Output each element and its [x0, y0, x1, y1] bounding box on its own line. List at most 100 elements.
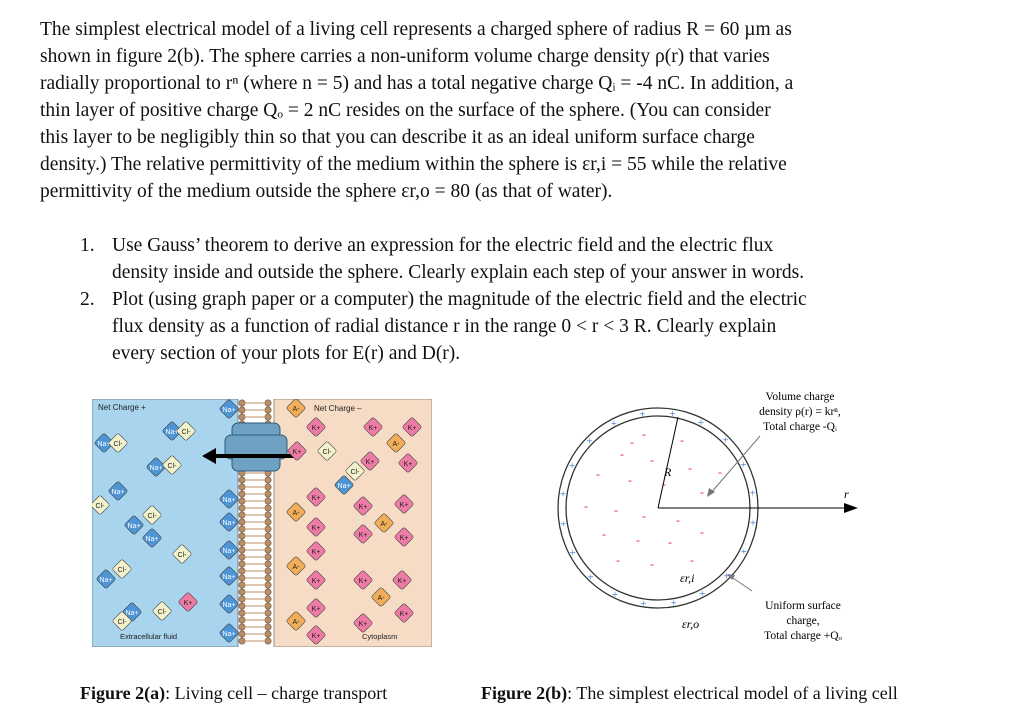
ion-a: A- [286, 502, 306, 522]
radius-line [657, 416, 679, 509]
lipid-head [264, 588, 272, 596]
cytoplasm-label: Cytoplasm [362, 632, 397, 641]
svg-text:Cl-: Cl- [182, 429, 192, 436]
lipid-head [238, 637, 246, 645]
volume-charge-label-3: Total charge -Qᵢ [763, 421, 837, 433]
ion-cl: Cl- [108, 433, 128, 453]
plus-charge: + [639, 408, 645, 420]
plus-charge: + [750, 487, 756, 499]
lipid-head [238, 602, 246, 610]
svg-text:A-: A- [381, 521, 389, 528]
ion-channel [224, 422, 288, 472]
surface-charge-label-2: charge, [786, 615, 819, 627]
svg-text:K+: K+ [359, 532, 368, 539]
svg-text:Cl-: Cl- [118, 567, 128, 574]
lipid-head [238, 476, 246, 484]
plus-charge: + [570, 547, 576, 559]
figure-2b-sphere-model: ++++++++++++++++++++ -------------------… [557, 391, 858, 642]
lipid-head [238, 623, 246, 631]
ion-k: K+ [178, 592, 198, 612]
net-charge-plus-label: Net Charge + [98, 403, 146, 412]
minus-charge: - [636, 533, 640, 547]
svg-text:A-: A- [393, 441, 401, 448]
ion-k: K+ [306, 570, 326, 590]
minus-charge: - [700, 485, 704, 499]
lipid-head [238, 399, 246, 407]
ion-na: Na+ [142, 528, 162, 548]
svg-text:K+: K+ [312, 549, 321, 556]
ion-k: K+ [402, 417, 422, 437]
svg-text:Cl-: Cl- [351, 469, 361, 476]
minus-charge: - [668, 535, 672, 549]
svg-text:Na+: Na+ [222, 497, 235, 504]
svg-text:K+: K+ [359, 621, 368, 628]
lipid-head [238, 532, 246, 540]
intro-line: shown in figure 2(b). The sphere carries… [40, 46, 770, 67]
ion-k: K+ [287, 441, 307, 461]
lipid-head [238, 525, 246, 533]
figure-2a-cell-membrane: Na+Cl-Na+Cl-Na+Cl-Na+Cl-Cl-Na+Na+Cl-Cl-N… [92, 399, 432, 647]
ion-k: K+ [394, 603, 414, 623]
svg-text:Na+: Na+ [222, 520, 235, 527]
lipid-head [264, 504, 272, 512]
ion-na: Na+ [219, 623, 239, 643]
lipid-head [238, 504, 246, 512]
minus-charge: - [602, 527, 606, 541]
lipid-head [238, 609, 246, 617]
plus-charge: + [560, 489, 566, 501]
svg-text:K+: K+ [369, 425, 378, 432]
ion-na: Na+ [219, 566, 239, 586]
ion-na: Na+ [219, 399, 239, 419]
ion-k: K+ [398, 453, 418, 473]
ion-k: K+ [306, 417, 326, 437]
ion-cl: Cl- [112, 611, 132, 631]
lipid-head [264, 539, 272, 547]
figure-2b-caption: Figure 2(b): The simplest electrical mod… [481, 683, 898, 704]
plus-charge: + [740, 459, 746, 471]
svg-text:Na+: Na+ [145, 536, 158, 543]
ion-na: Na+ [146, 457, 166, 477]
svg-text:K+: K+ [408, 425, 417, 432]
svg-text:Na+: Na+ [111, 489, 124, 496]
lipid-head [264, 476, 272, 484]
ion-k: K+ [363, 417, 383, 437]
minus-charge: - [642, 427, 646, 441]
svg-text:A-: A- [293, 510, 301, 517]
lipid-head [264, 413, 272, 421]
question-line: every section of your plots for E(r) and… [112, 343, 461, 364]
lipid-head [264, 525, 272, 533]
ion-a: A- [286, 399, 306, 418]
ion-cl: Cl- [172, 544, 192, 564]
ion-cl: Cl- [92, 495, 110, 515]
lipid-head [264, 518, 272, 526]
ion-k: K+ [306, 517, 326, 537]
lipid-head [238, 511, 246, 519]
lipid-head [238, 406, 246, 414]
plus-charge: + [698, 417, 704, 429]
minus-charge: - [662, 477, 666, 491]
minus-charge: - [650, 557, 654, 571]
figure-2a-caption-label: Figure 2(a) [80, 683, 166, 703]
volume-negative-charges: ---------------------- [584, 427, 722, 571]
ion-cl: Cl- [176, 421, 196, 441]
extracellular-label: Extracellular fluid [120, 632, 177, 641]
svg-text:K+: K+ [312, 425, 321, 432]
surface-charge-label-1: Uniform surface [765, 600, 841, 612]
ion-cl: Cl- [162, 455, 182, 475]
svg-text:K+: K+ [293, 449, 302, 456]
lipid-head [238, 574, 246, 582]
intro-line: The simplest electrical model of a livin… [40, 19, 792, 40]
lipid-head [264, 497, 272, 505]
ion-a: A- [286, 556, 306, 576]
figure-2b-caption-text: : The simplest electrical model of a liv… [567, 683, 898, 703]
intro-line: density.) The relative permittivity of t… [40, 154, 787, 175]
svg-text:K+: K+ [312, 525, 321, 532]
minus-charge: - [718, 465, 722, 479]
lipid-head [264, 490, 272, 498]
lipid-head [238, 546, 246, 554]
plus-charge: + [587, 436, 593, 448]
svg-text:K+: K+ [400, 611, 409, 618]
intro-line: thin layer of positive charge Qₒ = 2 nC … [40, 100, 771, 121]
question-line: Use Gauss’ theorem to derive an expressi… [112, 235, 774, 256]
ion-markers: Na+Cl-Na+Cl-Na+Cl-Na+Cl-Cl-Na+Na+Cl-Cl-N… [92, 399, 422, 645]
